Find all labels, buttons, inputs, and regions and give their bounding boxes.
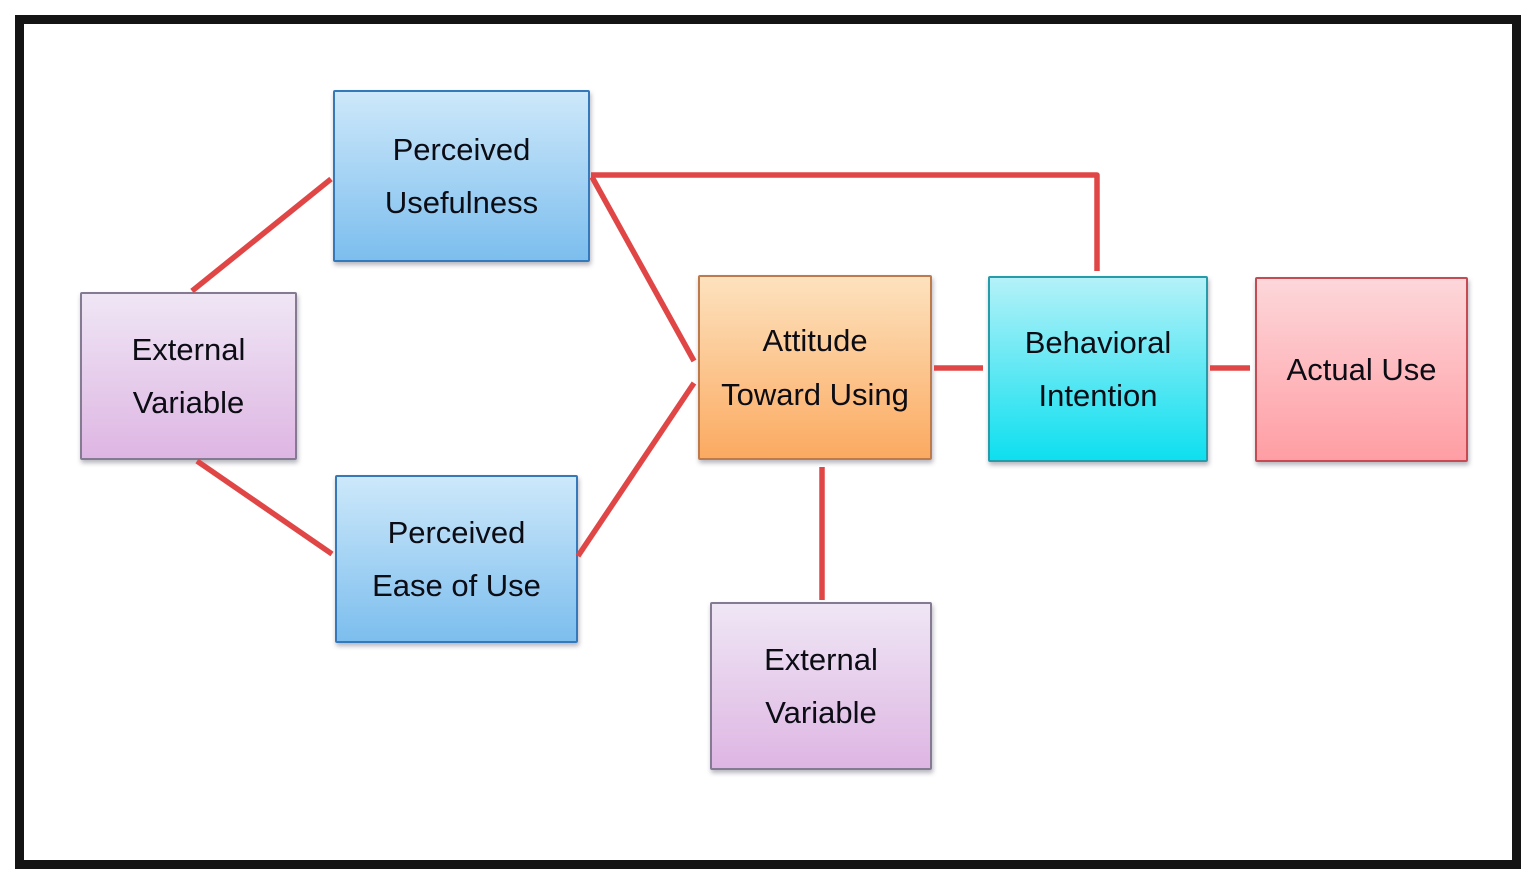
node-external-variable-left: External Variable [80, 292, 297, 460]
node-perceived-ease-of-use: Perceived Ease of Use [335, 475, 578, 643]
node-label: Attitude Toward Using [721, 323, 909, 412]
node-behavioral-intention: Behavioral Intention [988, 276, 1208, 462]
node-actual-use: Actual Use [1255, 277, 1468, 462]
node-external-variable-bottom: External Variable [710, 602, 932, 770]
node-label: Actual Use [1286, 351, 1437, 387]
node-perceived-usefulness: Perceived Usefulness [333, 90, 590, 262]
diagram-border-frame [15, 15, 1521, 869]
node-label: Perceived Usefulness [384, 131, 539, 220]
node-label: Perceived Ease of Use [372, 514, 541, 603]
node-attitude-toward-using: Attitude Toward Using [698, 275, 932, 460]
node-label: External Variable [131, 331, 246, 420]
node-label: Behavioral Intention [1024, 324, 1172, 413]
node-label: External Variable [764, 641, 878, 730]
